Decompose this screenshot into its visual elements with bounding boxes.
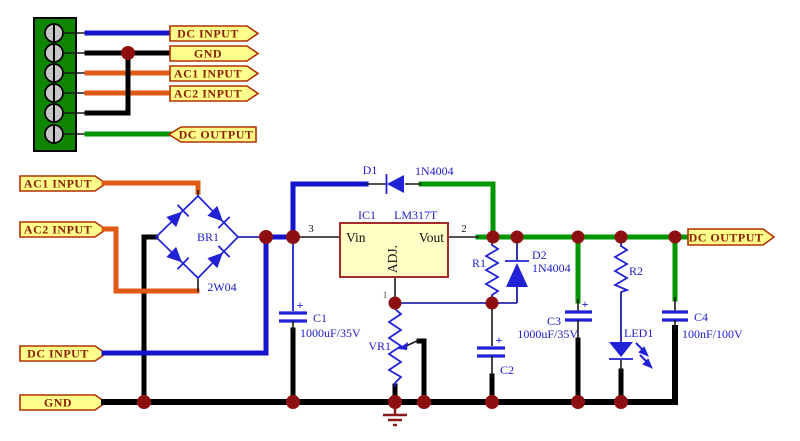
c4-ref: C4 bbox=[694, 310, 708, 324]
flag-label: AC1 INPUT bbox=[24, 177, 92, 191]
flag-label: GND bbox=[194, 47, 222, 61]
flag-dc-output: DC OUTPUT bbox=[167, 126, 257, 143]
screw-terminal bbox=[44, 23, 64, 43]
ic1-pin1-number: 1 bbox=[383, 290, 388, 300]
capacitor-c3: + C3 1000uF/35V bbox=[517, 297, 592, 342]
screw-terminal bbox=[44, 63, 64, 83]
c2-ref: C2 bbox=[500, 363, 514, 377]
br1-ref: BR1 bbox=[197, 230, 219, 244]
screw-terminal bbox=[44, 124, 64, 144]
c3-ref: C3 bbox=[547, 314, 561, 328]
vr1-wiper-arrow bbox=[398, 342, 408, 350]
bridge-diamond bbox=[154, 194, 240, 280]
flag-label: AC2 INPUT bbox=[174, 87, 242, 101]
flag-ac1-input: AC1 INPUT bbox=[169, 65, 260, 82]
bridge-diode bbox=[207, 205, 231, 229]
ic1-pin-adj: ADJ. bbox=[385, 245, 400, 273]
ic1-value: LM317T bbox=[394, 208, 438, 222]
c2-plus: + bbox=[496, 333, 503, 347]
capacitor-c4: C4 100nF/100V bbox=[662, 297, 743, 341]
wire-bridge-gnd bbox=[141, 234, 159, 405]
c1-value: 1000uF/35V bbox=[300, 326, 361, 340]
c1-plus: + bbox=[297, 298, 304, 312]
flag-label: GND bbox=[44, 396, 72, 410]
wire-d1-anode-feed bbox=[290, 181, 369, 240]
screw-terminal bbox=[44, 83, 64, 103]
led-emission-arrows bbox=[635, 342, 653, 369]
flag-gnd-main: GND bbox=[19, 394, 108, 411]
regulator-ic1: IC1 LM317T Vin Vout ADJ. 3 2 1 bbox=[293, 208, 479, 303]
ic1-pin2-number: 2 bbox=[461, 223, 467, 235]
junction-dot bbox=[121, 46, 135, 60]
wire-dc-input bbox=[101, 234, 269, 356]
c3-plus: + bbox=[582, 297, 589, 311]
screw-terminal bbox=[44, 103, 64, 123]
terminal-block bbox=[33, 17, 173, 152]
d1-value: 1N4004 bbox=[415, 164, 454, 178]
c3-value: 1000uF/35V bbox=[517, 327, 578, 341]
capacitor-c2: + C2 bbox=[477, 303, 514, 378]
r2-ref: R2 bbox=[629, 264, 643, 278]
wire-gnd-link bbox=[84, 50, 131, 116]
ic1-pin-vout: Vout bbox=[419, 230, 445, 245]
flag-label: AC1 INPUT bbox=[174, 67, 242, 81]
wire-ac2 bbox=[101, 226, 200, 294]
connector-flags: DC INPUT GND AC1 INPUT AC2 INPUT DC OUTP… bbox=[167, 25, 260, 143]
c1-ref: C1 bbox=[313, 311, 327, 325]
flag-dc-input-main: DC INPUT bbox=[19, 345, 108, 362]
diode-d2: D2 1N4004 bbox=[505, 239, 571, 303]
wire-d1-return bbox=[418, 181, 496, 240]
screw-terminal bbox=[44, 43, 64, 63]
wire-vr1-wiper-gnd bbox=[416, 338, 427, 405]
flag-label: AC2 INPUT bbox=[24, 223, 92, 237]
d2-ref: D2 bbox=[532, 248, 547, 262]
resistor-r2: R2 bbox=[612, 239, 643, 293]
c4-value: 100nF/100V bbox=[682, 327, 743, 341]
flag-ac2-input-main: AC2 INPUT bbox=[19, 221, 108, 238]
ic1-pin3-number: 3 bbox=[308, 223, 314, 235]
d2-value: 1N4004 bbox=[532, 261, 571, 275]
d1-ref: D1 bbox=[363, 163, 378, 177]
r1-ref: R1 bbox=[472, 256, 486, 270]
flag-label: DC OUTPUT bbox=[689, 231, 764, 245]
flag-label: DC INPUT bbox=[27, 347, 89, 361]
terminal-screws bbox=[44, 23, 64, 144]
ic1-body bbox=[339, 222, 449, 278]
bridge-diode bbox=[166, 204, 190, 228]
vr1-ref: VR1 bbox=[368, 339, 391, 353]
ic1-ref: IC1 bbox=[358, 208, 376, 222]
led1-ref: LED1 bbox=[624, 326, 653, 340]
flag-dc-input: DC INPUT bbox=[169, 25, 260, 42]
flag-ac1-input-main: AC1 INPUT bbox=[19, 175, 108, 192]
br1-value: 2W04 bbox=[207, 280, 236, 294]
bridge-diode bbox=[207, 245, 231, 269]
bridge-rectifier-br1: BR1 2W04 bbox=[154, 190, 262, 294]
junction-dots bbox=[137, 230, 682, 409]
flag-gnd: GND bbox=[169, 45, 260, 62]
circuit-input-flags: AC1 INPUT AC2 INPUT DC INPUT GND bbox=[19, 175, 108, 411]
flag-dc-output-main: DC OUTPUT bbox=[687, 228, 776, 246]
diode-d1: D1 1N4004 bbox=[363, 163, 454, 194]
capacitor-c1: + C1 1000uF/35V bbox=[279, 237, 361, 340]
ic1-pin-vin: Vin bbox=[346, 230, 366, 245]
flag-label: DC INPUT bbox=[177, 27, 239, 41]
potentiometer-vr1: VR1 bbox=[368, 303, 420, 387]
flag-label: DC OUTPUT bbox=[179, 128, 254, 142]
wire-ac1 bbox=[101, 180, 201, 195]
bridge-diode bbox=[166, 246, 190, 270]
led-led1: LED1 bbox=[609, 292, 653, 373]
flag-ac2-input: AC2 INPUT bbox=[169, 85, 260, 102]
resistor-r1: R1 bbox=[472, 239, 500, 303]
terminal-pin-stubs bbox=[63, 32, 88, 135]
